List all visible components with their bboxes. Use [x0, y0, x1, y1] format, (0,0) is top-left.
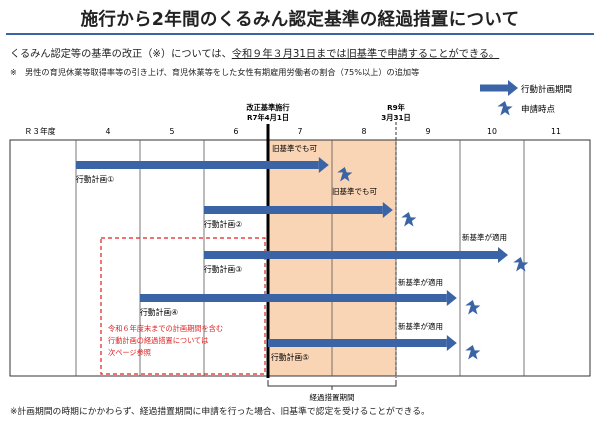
intro-note: ※ 男性の育児休業等取得率等の引き上げ、育児休業等をした女性有期雇用労働者の割合… — [10, 67, 420, 77]
plan-5: 行動計画⑤ 新基準が適用 — [268, 321, 481, 362]
plan-4: 行動計画④ 新基準が適用 — [140, 277, 481, 317]
footer-note: ※計画期間の時期にかかわらず、経過措置期間に申請を行った場合、旧基準で認定を受け… — [10, 407, 430, 417]
year-label: Ｒ３年度 — [24, 126, 55, 136]
year-label: 5 — [170, 127, 175, 136]
application-star-icon — [465, 300, 481, 315]
application-star-icon — [513, 257, 529, 272]
plan-arrow-head — [318, 157, 329, 173]
plan-arrow-bar — [204, 206, 383, 214]
intro-text: くるみん認定等の基準の改正（※）については、 — [10, 49, 232, 60]
year-label: 11 — [551, 127, 561, 136]
plan-arrow-head — [382, 202, 393, 218]
intro-underlined-text: 令和９年３月31日までは旧基準で申請することができる。 — [231, 49, 500, 60]
plan-label: 行動計画④ — [140, 307, 178, 317]
legend-arrow-icon — [480, 80, 518, 96]
legend: 行動計画期間 申請時点 — [480, 80, 572, 116]
application-star-icon — [465, 345, 481, 360]
title-underline — [6, 33, 594, 35]
year-label: 8 — [362, 127, 367, 136]
dashed-note-frame — [100, 237, 266, 375]
intro-paragraph: くるみん認定等の基準の改正（※）については、令和９年３月31日までは旧基準で申請… — [10, 45, 499, 60]
plan-arrow-bar — [140, 294, 447, 302]
point-label: 新基準が適用 — [398, 277, 443, 287]
transition-bracket: 経過措置期間 — [267, 380, 397, 402]
plan-arrow-bar — [204, 251, 498, 259]
plan-label: 行動計画⑤ — [271, 352, 309, 362]
year-label: 7 — [298, 127, 303, 136]
year-label: 10 — [487, 127, 497, 136]
plan-arrow-bar — [268, 339, 447, 347]
plan-1: 行動計画① 旧基準でも可 — [76, 143, 353, 184]
plan-arrow-bar — [76, 161, 319, 169]
transition-period-label: 経過措置期間 — [310, 392, 355, 402]
application-star-icon — [401, 212, 417, 227]
dashed-note-line2: 行動計画の経過措置については — [108, 336, 208, 345]
dashed-note-box: 令和６年度末までの計画期間を含む 行動計画の経過措置については 次ページ参照 — [100, 237, 266, 375]
year-label: 6 — [234, 127, 239, 136]
plan-label: 行動計画① — [76, 174, 114, 184]
deadline-label-2: 3月31日 — [381, 113, 410, 122]
year-label: 9 — [426, 127, 431, 136]
timeline-frame — [9, 139, 591, 377]
plan-arrow-head — [446, 290, 457, 306]
dashed-note-line1: 令和６年度末までの計画期間を含む — [108, 324, 223, 333]
year-label: 4 — [106, 127, 111, 136]
plan-2: 行動計画② 旧基準でも可 — [204, 186, 417, 229]
legend-point-label: 申請時点 — [521, 104, 556, 115]
enforcement-label-2: R7年4月1日 — [247, 113, 289, 122]
dashed-note-line3: 次ページ参照 — [108, 348, 151, 357]
point-label: 新基準が適用 — [398, 321, 443, 331]
plan-3: 行動計画③ 新基準が適用 — [204, 232, 529, 274]
plan-arrow-head — [446, 335, 457, 351]
point-label: 旧基準でも可 — [332, 186, 377, 196]
legend-star-icon — [497, 101, 513, 116]
plan-label: 行動計画③ — [204, 264, 242, 274]
point-label: 新基準が適用 — [462, 232, 507, 242]
plan-label: 行動計画② — [204, 219, 242, 229]
point-label: 旧基準でも可 — [272, 143, 317, 153]
plan-arrow-head — [498, 247, 508, 263]
enforcement-label-1: 改正基準施行 — [246, 103, 290, 112]
plans-layer: 行動計画①旧基準でも可行動計画②旧基準でも可行動計画③新基準が適用行動計画④新基… — [76, 143, 529, 362]
page-title: 施行から2年間のくるみん認定基準の経過措置について — [80, 10, 520, 30]
year-header-row: Ｒ３年度 4 5 6 7 8 9 10 11 — [24, 126, 561, 136]
deadline-label-1: R9年 — [387, 103, 405, 112]
legend-period-label: 行動計画期間 — [521, 84, 572, 95]
